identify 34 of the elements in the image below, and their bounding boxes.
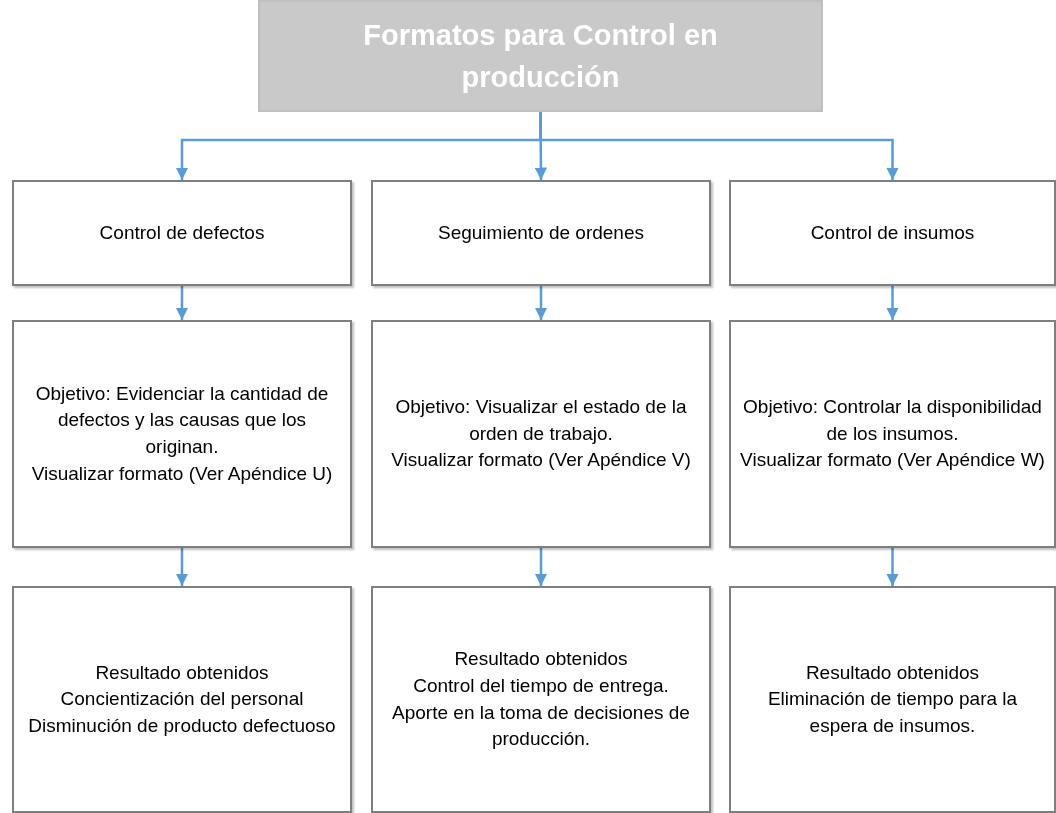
box-text: Aporte en la toma de decisiones de producción.	[391, 700, 691, 752]
box-text: Visualizar formato (Ver Apéndice W)	[740, 448, 1045, 473]
process-box	[729, 586, 1056, 813]
process-box	[12, 586, 352, 813]
box-text: Control de defectos	[99, 220, 265, 245]
arrow	[539, 112, 899, 180]
process-box	[371, 586, 711, 813]
arrow	[175, 286, 189, 320]
box-text: Resultado obtenidos	[454, 647, 628, 672]
box-text: Visualizar formato (Ver Apéndice U)	[31, 461, 333, 486]
box-text: Resultado obtenidos	[95, 660, 269, 685]
box-text: Control de insumos	[810, 220, 975, 245]
process-box	[12, 180, 352, 286]
process-box	[371, 180, 711, 286]
box-text: Resultado obtenidos	[805, 660, 980, 685]
box-text: Objetivo: Evidenciar la cantidad de defectos y las causas que los originan.	[34, 381, 330, 459]
arrow	[886, 548, 899, 586]
process-box	[729, 320, 1056, 548]
process-box	[371, 320, 711, 548]
arrow	[886, 286, 899, 320]
process-box	[12, 320, 352, 548]
box-text: Concientización del personal	[60, 687, 304, 712]
arrow	[534, 286, 548, 320]
box-text: Objetivo: Controlar la disponibilidad de los insumos.	[742, 395, 1043, 446]
process-box	[729, 180, 1056, 286]
box-text: Eliminación de tiempo para la espera de insumos.	[766, 687, 1019, 738]
box-text: Objetivo: Visualizar el estado de la orden de trabajo.	[394, 395, 688, 446]
box-text: Control del tiempo de entrega.	[413, 673, 669, 698]
box-text: Visualizar formato (Ver Apéndice V)	[391, 448, 691, 473]
title-box	[258, 0, 823, 112]
arrow	[175, 548, 189, 586]
box-text: Disminución de producto defectuoso	[28, 713, 336, 738]
box-text: Seguimiento de ordenes	[438, 220, 644, 245]
arrow	[534, 548, 548, 586]
